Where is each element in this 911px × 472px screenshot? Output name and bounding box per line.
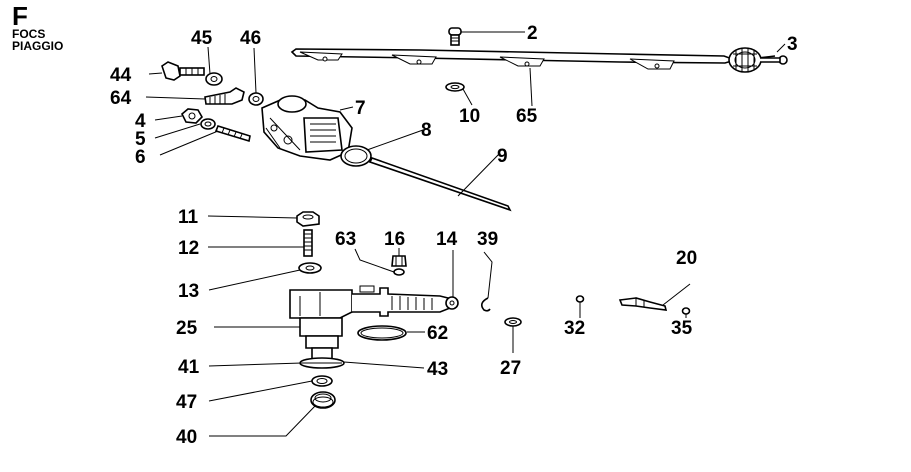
washer-part-13 — [298, 262, 322, 274]
callout-25: 25 — [176, 318, 198, 339]
callout-45: 45 — [191, 28, 213, 49]
callout-3: 3 — [787, 34, 798, 55]
callout-12: 12 — [178, 238, 199, 259]
fuel-pressure-regulator-part-7 — [261, 95, 353, 161]
callout-8: 8 — [421, 120, 432, 141]
callout-64: 64 — [110, 88, 132, 109]
callout-9: 9 — [497, 146, 508, 167]
seal-part-40 — [310, 391, 336, 409]
callout-7: 7 — [355, 98, 366, 119]
washer-part-63 — [393, 268, 405, 276]
callout-32: 32 — [564, 318, 585, 339]
washer-part-45 — [205, 72, 223, 86]
o-ring-part-62 — [357, 325, 407, 341]
nut-part-4 — [181, 108, 203, 124]
callout-labels: 2 3 4 5 6 7 8 9 10 11 12 13 14 16 20 25 … — [110, 23, 798, 448]
callout-44: 44 — [110, 65, 132, 86]
fitting-part-64 — [204, 87, 245, 105]
callout-35: 35 — [671, 318, 693, 339]
callout-13: 13 — [178, 281, 199, 302]
banjo-bolt-part-44 — [161, 61, 205, 81]
callout-14: 14 — [436, 229, 458, 250]
injector-body-part-25 — [289, 285, 459, 361]
callout-62: 62 — [427, 323, 448, 344]
clip-part-39 — [480, 297, 491, 312]
washer-part-27 — [504, 317, 522, 327]
callout-6: 6 — [135, 147, 146, 168]
stud-part-6 — [214, 125, 251, 143]
callout-16: 16 — [384, 229, 405, 250]
callout-65: 65 — [516, 106, 538, 127]
screw-part-2 — [448, 27, 462, 46]
rod-part-9 — [368, 157, 512, 212]
callout-40: 40 — [176, 427, 197, 448]
callout-46: 46 — [240, 28, 261, 49]
callout-2: 2 — [527, 23, 538, 44]
gasket-part-8 — [340, 145, 372, 167]
callout-43: 43 — [427, 359, 448, 380]
sensor-part-20 — [618, 297, 668, 311]
nut-part-11 — [296, 211, 320, 227]
callout-10: 10 — [459, 106, 480, 127]
callout-39: 39 — [477, 229, 498, 250]
fuel-rail-part-65 — [290, 47, 788, 73]
section-title-line2: PIAGGIO — [12, 39, 64, 53]
callout-41: 41 — [178, 357, 200, 378]
callout-47: 47 — [176, 392, 197, 413]
washer-part-46 — [248, 92, 264, 106]
callout-20: 20 — [676, 248, 697, 269]
callout-11: 11 — [178, 207, 199, 228]
cap-part-16 — [391, 255, 407, 267]
washer-part-47 — [311, 375, 333, 387]
callout-27: 27 — [500, 358, 521, 379]
washer-part-5 — [200, 118, 216, 130]
washer-part-10 — [445, 82, 465, 92]
callout-4: 4 — [135, 111, 146, 132]
sealing-ring-part-41 — [299, 357, 345, 369]
callout-5: 5 — [135, 129, 146, 150]
leader-lines — [145, 31, 786, 437]
callout-63: 63 — [335, 229, 356, 250]
washer-part-32 — [575, 295, 585, 303]
stud-part-12 — [303, 229, 313, 257]
section-title-line1: FOCS — [12, 27, 46, 41]
section-letter: F — [12, 1, 28, 31]
washer-part-35 — [681, 307, 691, 315]
